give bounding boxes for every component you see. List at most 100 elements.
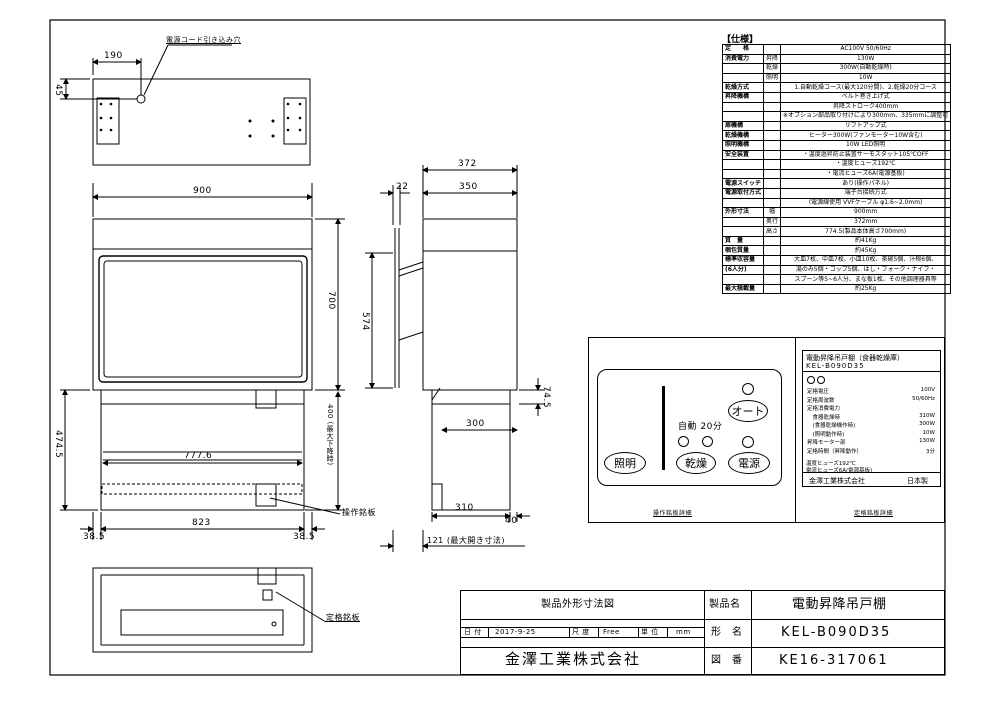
- spec-value: 約45Kg: [780, 245, 952, 257]
- spec-label: [721, 72, 765, 84]
- spec-label: [721, 168, 765, 180]
- light-button[interactable]: 照明: [604, 452, 646, 474]
- pse-icon: [807, 376, 815, 384]
- spec-sublabel: [763, 178, 782, 189]
- scale-label: 尺 度: [572, 628, 590, 636]
- rating-origin: 日本製: [907, 477, 928, 485]
- spec-label: [721, 159, 765, 170]
- spec-value: 端子台接続方式: [780, 187, 952, 199]
- spec-value: 10W LED照明: [780, 139, 952, 151]
- spec-label: 最大積載量: [721, 283, 765, 295]
- dim-700: 700: [326, 291, 336, 310]
- spec-value: 約25Kg: [780, 283, 952, 295]
- spec-label: (6人分): [721, 264, 765, 276]
- spec-value: 372mm: [780, 216, 952, 228]
- spec-label: 梱包質量: [721, 245, 765, 257]
- dim-372: 372: [458, 159, 477, 169]
- spec-row: (6人分) 湯のみ5個・コップ5個、はし・フォーク・ナイフ・: [721, 264, 952, 276]
- spec-value: AC100V 50/60Hz: [780, 44, 952, 55]
- spec-label: 乾燥機構: [721, 130, 765, 141]
- spec-value: 774.5(製品本体高さ700mm): [780, 226, 952, 237]
- drawing-no-label: 図 番: [711, 655, 743, 666]
- spec-value: 130W: [780, 53, 952, 65]
- spec-sublabel: [763, 111, 782, 122]
- power-button[interactable]: 電源: [728, 452, 770, 474]
- spec-value: 10W: [780, 72, 952, 84]
- spec-value: ※オプション部品取り付けにより300mm、335mmに調整可: [780, 111, 952, 122]
- spec-sublabel: [763, 274, 782, 285]
- rating-row: (照明動作時)10W: [807, 429, 936, 439]
- spec-row: ※オプション部品取り付けにより300mm、335mmに調整可: [721, 111, 952, 122]
- spec-value: ヒーター300W(ファンモーター10W含む): [780, 130, 952, 141]
- rating-value: 300W: [919, 421, 935, 427]
- spec-value: スプーン等5~6人分、まな板1枚、その他調理器具等: [780, 274, 952, 285]
- model-label: 形 名: [711, 627, 743, 638]
- model-value: KEL-B090D35: [781, 625, 892, 640]
- auto-button[interactable]: オート: [728, 400, 768, 422]
- plate-detail-box: オート 自動 20分 照明 乾燥 電源 操作銘板詳細 電動昇降吊戸棚（食器乾燥庫…: [588, 337, 945, 523]
- op-panel-caption: 操作銘板詳細: [653, 510, 693, 517]
- rating-plate-caption: 定格銘板詳細: [854, 510, 894, 517]
- spec-row: スプーン等5~6人分、まな板1枚、その他調理器具等: [721, 274, 952, 285]
- spec-row: 標準収容量大皿7枚、中皿7枚、小皿10枚、茶碗5個、汁椀6個、: [721, 255, 952, 266]
- auto-led-icon: [742, 383, 754, 395]
- dim-474-5: 474.5: [53, 430, 63, 459]
- spec-value: ・電流ヒューズ6A(電源基板): [780, 168, 952, 180]
- spec-row: 最大積載量 約25Kg: [721, 283, 952, 295]
- spec-label: 照明機構: [721, 139, 765, 151]
- spec-label: [721, 63, 765, 74]
- rating-key: (食器乾燥機作時): [807, 423, 856, 429]
- dim-40: 40: [505, 516, 518, 526]
- spec-label: 乾燥方式: [721, 82, 765, 93]
- spec-row: 定 格 AC100V 50/60Hz: [721, 44, 952, 55]
- spec-value: 大皿7枚、中皿7枚、小皿10枚、茶碗5個、汁椀6個、: [780, 255, 952, 266]
- spec-value: リフトアップ式: [780, 120, 952, 132]
- top-view: [60, 44, 311, 166]
- side-view: [365, 165, 545, 552]
- cord-hole-label: 電源コード引き込み穴: [166, 36, 241, 44]
- dim-823: 823: [192, 518, 211, 528]
- dim-22: 22: [396, 182, 409, 192]
- spec-value: 湯のみ5個・コップ5個、はし・フォーク・ナイフ・: [780, 264, 952, 276]
- company-name: 金澤工業株式会社: [505, 650, 642, 668]
- spec-label: 昇降機構: [721, 91, 765, 103]
- spec-row: 扉機構 リフトアップ式: [721, 120, 952, 132]
- spec-sublabel: 高さ: [763, 226, 782, 237]
- spec-label: [721, 197, 765, 209]
- spec-value: 昇降ストローク400mm: [780, 101, 952, 113]
- rating-key: 定格周波数: [807, 397, 835, 404]
- dim-400: 400 (最大下降時): [326, 404, 334, 466]
- spec-sublabel: 照明: [763, 72, 782, 84]
- spec-sublabel: [763, 120, 782, 132]
- rating-key: 定格消費電力: [807, 406, 841, 412]
- spec-value: ・温度ヒューズ192℃: [780, 159, 952, 170]
- rating-key: 昇降モーター部: [807, 440, 846, 446]
- spec-row: 電源取付方式端子台接続方式: [721, 187, 952, 199]
- spec-value: 1.自動乾燥コース(最大120分間)、2.乾燥20分コース: [780, 82, 952, 93]
- spec-value: 300W(自動乾燥時): [780, 63, 952, 74]
- spec-label: 扉機構: [721, 120, 765, 132]
- rating-fuse1: 温度ヒューズ192℃: [806, 461, 856, 467]
- date-label: 日 付: [464, 628, 482, 636]
- date-value: 2017-9-25: [495, 628, 536, 636]
- spec-sublabel: [763, 264, 782, 276]
- spec-sublabel: [763, 187, 782, 199]
- spec-sublabel: [763, 197, 782, 209]
- dim-900: 900: [193, 186, 212, 196]
- dim-45: 45: [53, 84, 63, 97]
- spec-sublabel: 乾燥: [763, 63, 782, 74]
- 20min-led-icon: [702, 436, 713, 447]
- dim-38-5-right: 38.5: [293, 532, 316, 542]
- rating-row: (食器乾燥機作時) 300W: [807, 421, 936, 430]
- rating-value: 10W: [922, 429, 935, 436]
- spec-row: 質 量約41Kg: [721, 235, 952, 247]
- dry-button[interactable]: 乾燥: [676, 452, 716, 474]
- spec-label: 定 格: [721, 44, 765, 55]
